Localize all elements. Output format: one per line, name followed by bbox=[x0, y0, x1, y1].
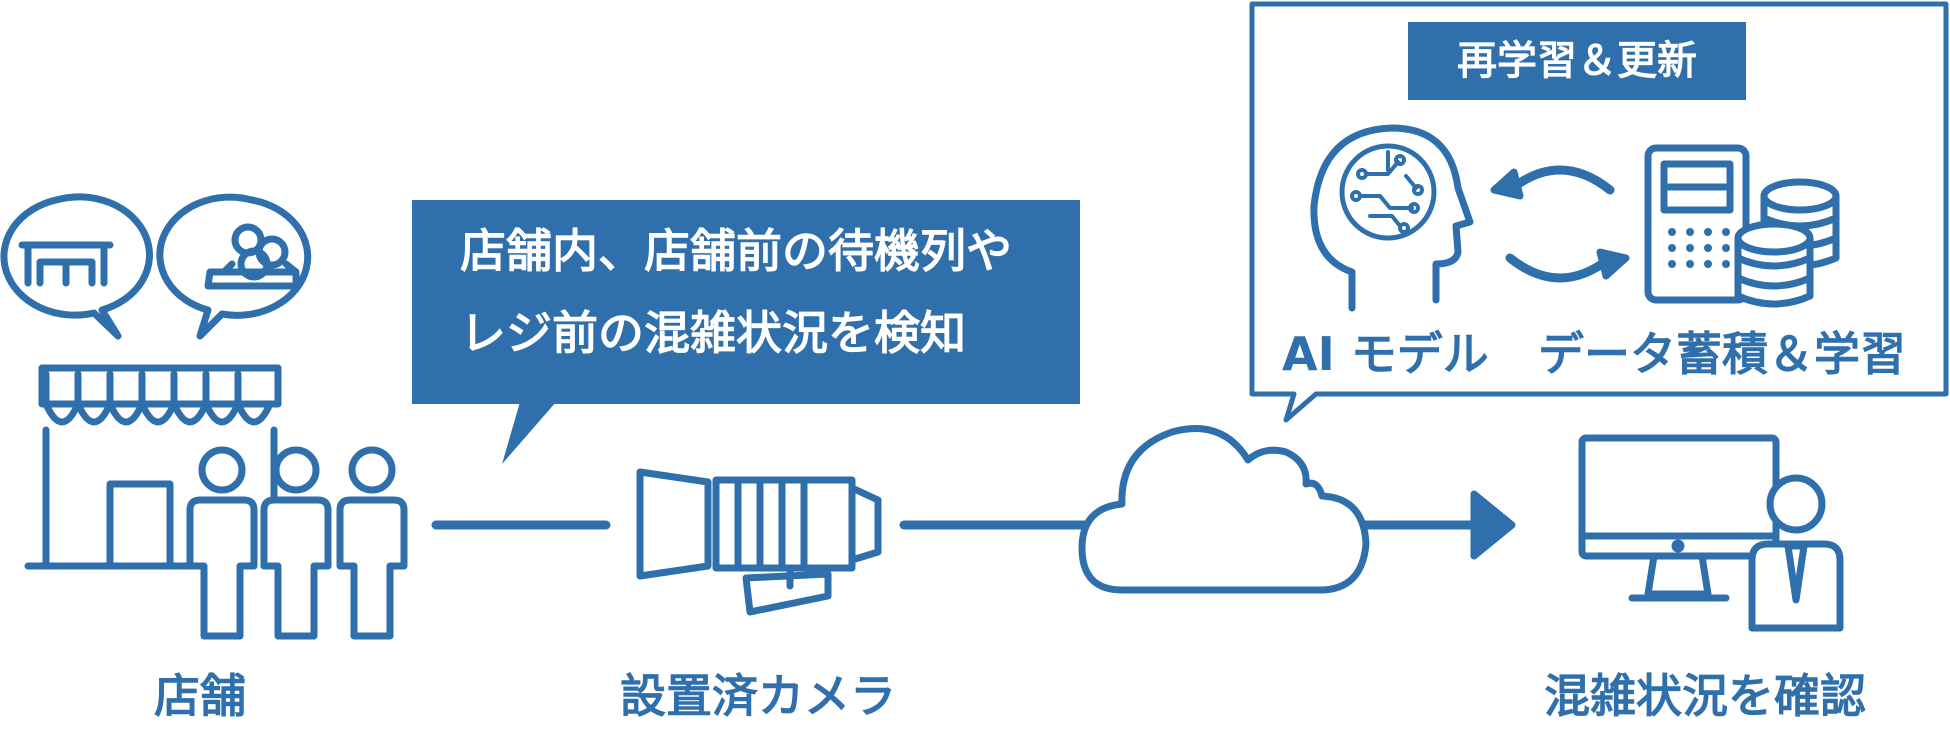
ai-model-label: AI モデル bbox=[1282, 327, 1489, 381]
person-icon bbox=[1748, 474, 1844, 632]
table-bubble-icon bbox=[0, 193, 153, 340]
ai-head-icon bbox=[1310, 124, 1474, 312]
detection-callout bbox=[412, 200, 1080, 404]
detection-callout-line2: レジ前の混雑状況を検知 bbox=[460, 306, 966, 360]
data-store-label: データ蓄積＆学習 bbox=[1538, 327, 1906, 381]
detection-callout-line1: 店舗内、店舗前の待機列や bbox=[460, 224, 1012, 278]
arrow-right-icon bbox=[1361, 490, 1516, 560]
cycle-arrows-icon bbox=[1490, 165, 1630, 283]
retrain-banner: 再学習＆更新 bbox=[1408, 22, 1746, 100]
detection-callout-tail bbox=[502, 402, 556, 464]
coin-bubble-icon bbox=[156, 193, 312, 340]
people-icon bbox=[186, 446, 408, 640]
database-icon bbox=[1644, 144, 1840, 308]
retrain-callout-frame bbox=[1249, 1, 1949, 423]
monitor-label: 混雑状況を確認 bbox=[1544, 669, 1866, 723]
store-label: 店舗 bbox=[154, 669, 246, 723]
monitor-icon bbox=[1578, 434, 1780, 602]
camera-icon bbox=[636, 468, 882, 616]
cloud-icon bbox=[1078, 425, 1370, 594]
camera-label: 設置済カメラ bbox=[620, 669, 896, 723]
